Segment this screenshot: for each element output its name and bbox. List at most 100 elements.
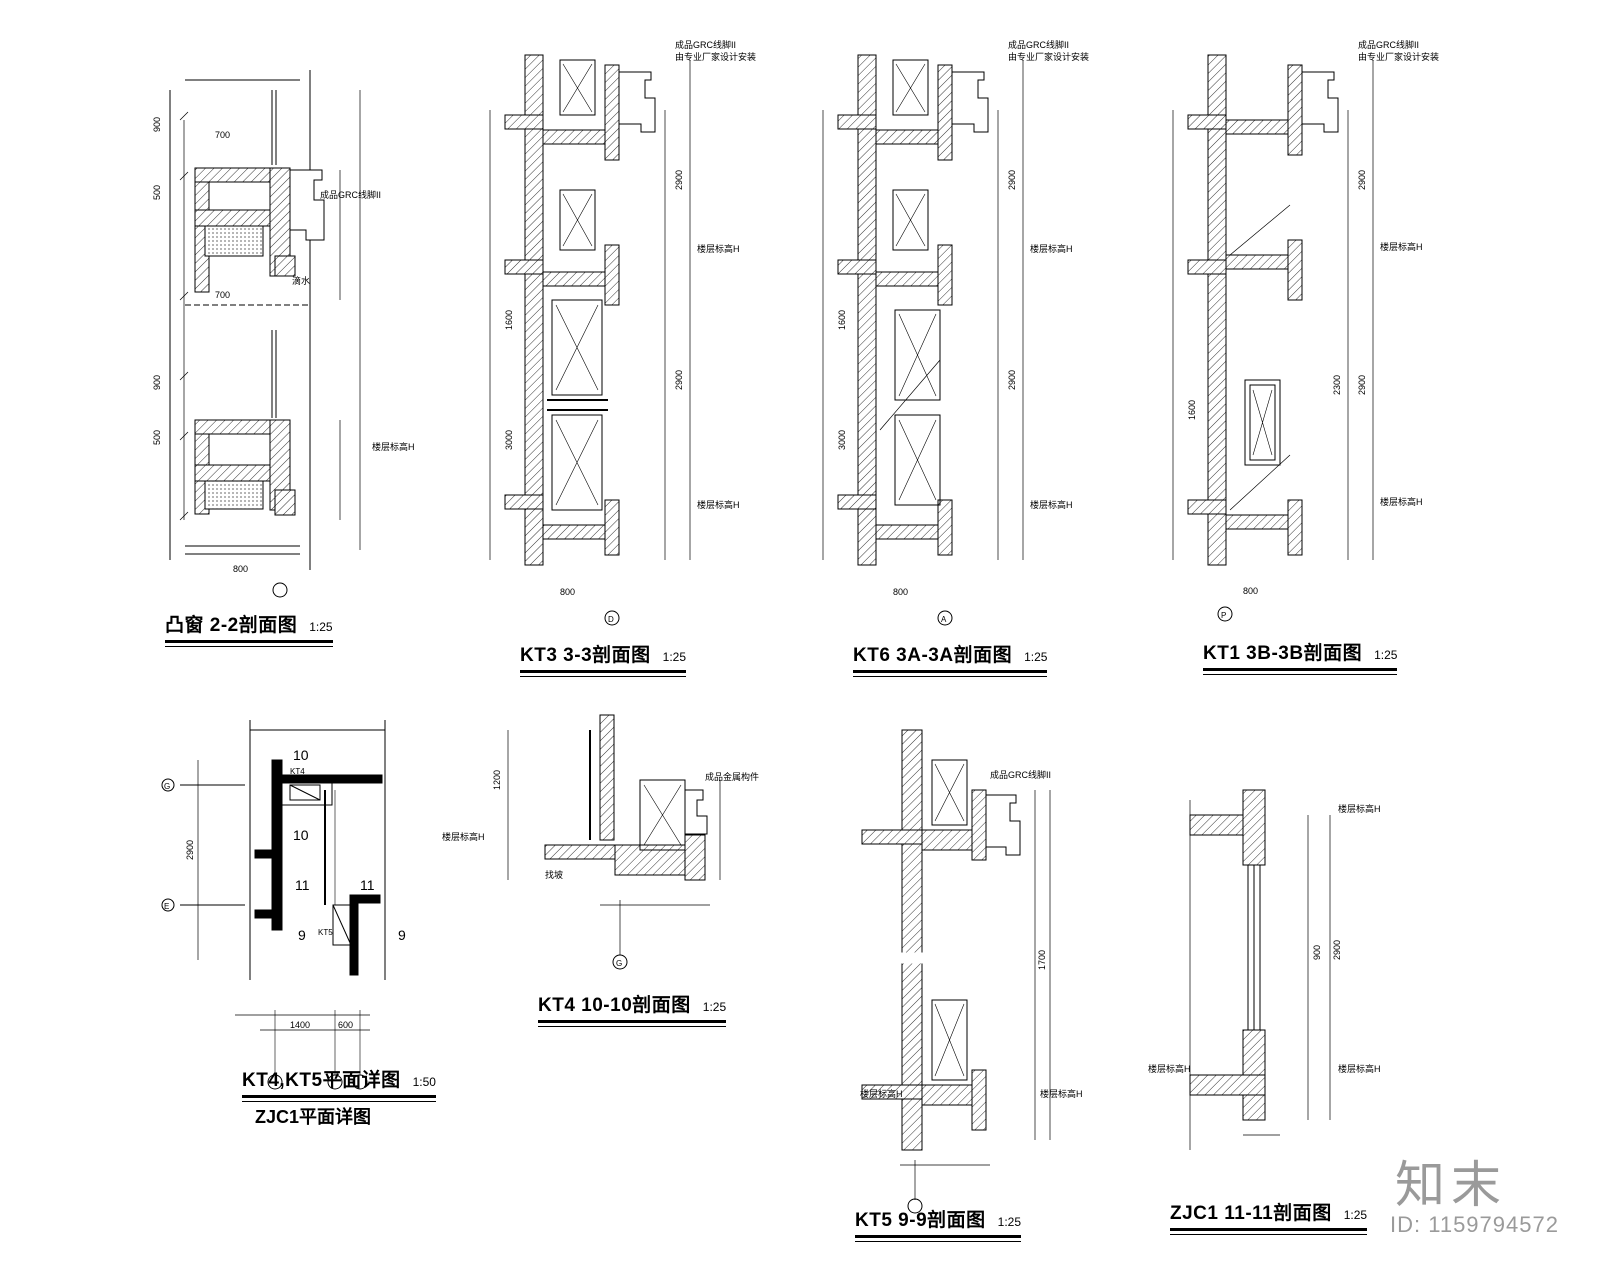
axis-a: A (941, 615, 947, 624)
kt1-dim-2300: 2300 (1332, 375, 1342, 395)
kt1-floor: 楼层标高H (1380, 241, 1423, 252)
kt6-section-3a-3a (822, 54, 1024, 626)
dim-700b: 700 (215, 290, 230, 300)
axis-d: D (608, 615, 614, 624)
dim-1600: 1600 (504, 310, 514, 330)
axis-g: G (164, 782, 170, 791)
zjc1-floor2: 楼层标高H (1338, 1063, 1381, 1074)
kt5-tag: KT5 (318, 928, 333, 937)
title-kt3-name: KT3 3-3剖面图 (520, 645, 651, 666)
plan-labels: 10 10 11 11 9 9 KT4 KT5 G E 1400 600 290… (164, 747, 406, 1030)
sec-10-bottom: 10 (293, 827, 309, 843)
title-kt4-kt5-plan-scale: 1:50 (412, 1075, 436, 1089)
kt1-gfrc2: 由专业厂家设计安装 (1358, 51, 1439, 62)
sec-9-right: 9 (398, 927, 406, 943)
watermark-logo: 知末 (1395, 1157, 1507, 1213)
axis-e: E (164, 902, 169, 911)
kt4-slope: 找坡 (545, 869, 563, 880)
kt5-section-9-9 (861, 729, 1051, 1214)
title-bay-window: 凸窗 2-2剖面图 1:25 (165, 610, 333, 647)
zjc1-dim-900: 900 (1312, 945, 1322, 960)
kt3-gfrc: 成品GRC线脚II (675, 39, 736, 50)
kt3-floor: 楼层标高H (697, 243, 740, 254)
kt6-dim-800: 800 (893, 587, 908, 597)
kt6-dim-2900: 2900 (1007, 170, 1017, 190)
sec-11-left: 11 (295, 877, 310, 893)
sec-10-top: 10 (293, 747, 309, 763)
dim-700: 700 (215, 130, 230, 140)
axis-g2: G (616, 959, 622, 968)
kt6-dim-3000: 3000 (837, 430, 847, 450)
kt1-floor2: 楼层标高H (1380, 496, 1423, 507)
dim-2900: 2900 (674, 170, 684, 190)
title-kt5-section-name: KT5 9-9剖面图 (855, 1210, 986, 1231)
title-bay-window-scale: 1:25 (309, 620, 333, 634)
title-kt3-scale: 1:25 (662, 650, 686, 664)
kt3-dims: 1600 3000 2900 2900 800 成品GRC线脚II 由专业厂家设… (504, 39, 756, 624)
title-kt4-kt5-plan: KT4,KT5平面详图 1:50 (242, 1065, 436, 1102)
kt3-section-3-3 (489, 54, 691, 626)
kt6-floor: 楼层标高H (1030, 243, 1073, 254)
kt6-dims: 1600 3000 2900 2900 800 成品GRC线脚II 由专业厂家设… (837, 39, 1089, 624)
dim-900: 900 (152, 117, 162, 132)
drip-note: 滴水 (292, 275, 310, 286)
dim-2900-plan: 2900 (185, 840, 195, 860)
kt1-dims: 1600 2900 2900 2300 800 成品GRC线脚II 由专业厂家设… (1187, 39, 1439, 620)
kt1-dim-800: 800 (1243, 586, 1258, 596)
zjc1-dims: 900 2900 楼层标高H 楼层标高H 楼层标高H (1148, 803, 1381, 1074)
kt5-floor2: 楼层标高H (1040, 1088, 1083, 1099)
dim-600: 600 (338, 1020, 353, 1030)
dim-500b: 500 (152, 430, 162, 445)
kt4-kt5-plan (161, 720, 386, 1090)
kt6-gfrc2: 由专业厂家设计安装 (1008, 51, 1089, 62)
title-kt4-section-scale: 1:25 (702, 1000, 727, 1014)
title-kt5-section-scale: 1:25 (997, 1215, 1021, 1229)
kt4-section-10-10 (507, 714, 721, 970)
kt4-floor: 楼层标高H (442, 831, 485, 842)
kt4-dim-1200: 1200 (492, 770, 502, 790)
title-kt4-section: KT4 10-10剖面图 1:25 (538, 990, 727, 1027)
kt6-floor2: 楼层标高H (1030, 499, 1073, 510)
title-zjc1-section-name: ZJC1 11-11剖面图 (1170, 1203, 1332, 1224)
kt4-note: 成品金属构件 (705, 771, 759, 782)
title-zjc1-plan: ZJC1平面详图 (255, 1107, 372, 1127)
dim-2900b: 2900 (674, 370, 684, 390)
bay-window-dims: 900 500 700 700 900 500 800 成品GRC线脚II 滴水… (152, 117, 415, 574)
kt5-dim-1700: 1700 (1037, 950, 1047, 970)
axis-p: P (1221, 611, 1226, 620)
dim-800: 800 (233, 564, 248, 574)
gfrc-note: 成品GRC线脚II (320, 189, 381, 200)
title-zjc1-section-scale: 1:25 (1343, 1208, 1368, 1222)
title-kt6: KT6 3A-3A剖面图 1:25 (853, 640, 1048, 677)
title-kt6-scale: 1:25 (1024, 650, 1048, 664)
kt1-dim-1600: 1600 (1187, 400, 1197, 420)
kt6-gfrc: 成品GRC线脚II (1008, 39, 1069, 50)
kt5-gfrc: 成品GRC线脚II (990, 769, 1051, 780)
kt4-tag: KT4 (290, 767, 305, 776)
kt1-dim-2900: 2900 (1357, 170, 1367, 190)
kt5-floor: 楼层标高H (860, 1088, 903, 1099)
kt3-gfrc2: 由专业厂家设计安装 (675, 51, 756, 62)
title-kt3: KT3 3-3剖面图 1:25 (520, 640, 686, 677)
kt1-dim-2900b: 2900 (1357, 375, 1367, 395)
title-kt4-kt5-plan-name: KT4,KT5平面详图 (242, 1070, 401, 1091)
dim-800-kt3: 800 (560, 587, 575, 597)
dim-1400: 1400 (290, 1020, 310, 1030)
title-kt1: KT1 3B-3B剖面图 1:25 (1203, 638, 1398, 675)
title-kt1-scale: 1:25 (1374, 648, 1398, 662)
kt1-gfrc: 成品GRC线脚II (1358, 39, 1419, 50)
bay-window-section-2-2 (169, 70, 361, 598)
dim-500: 500 (152, 185, 162, 200)
kt6-dim-2900b: 2900 (1007, 370, 1017, 390)
kt6-dim-1600: 1600 (837, 310, 847, 330)
title-kt6-name: KT6 3A-3A剖面图 (853, 645, 1013, 666)
zjc1-section-11-11 (1189, 789, 1331, 1150)
zjc1-dim-2900: 2900 (1332, 940, 1342, 960)
dim-3000: 3000 (504, 430, 514, 450)
dim-900b: 900 (152, 375, 162, 390)
title-bay-window-name: 凸窗 2-2剖面图 (165, 615, 298, 636)
zjc1-floor: 楼层标高H (1338, 803, 1381, 814)
floor-level-note: 楼层标高H (372, 441, 415, 452)
zjc1-floor3: 楼层标高H (1148, 1063, 1191, 1074)
